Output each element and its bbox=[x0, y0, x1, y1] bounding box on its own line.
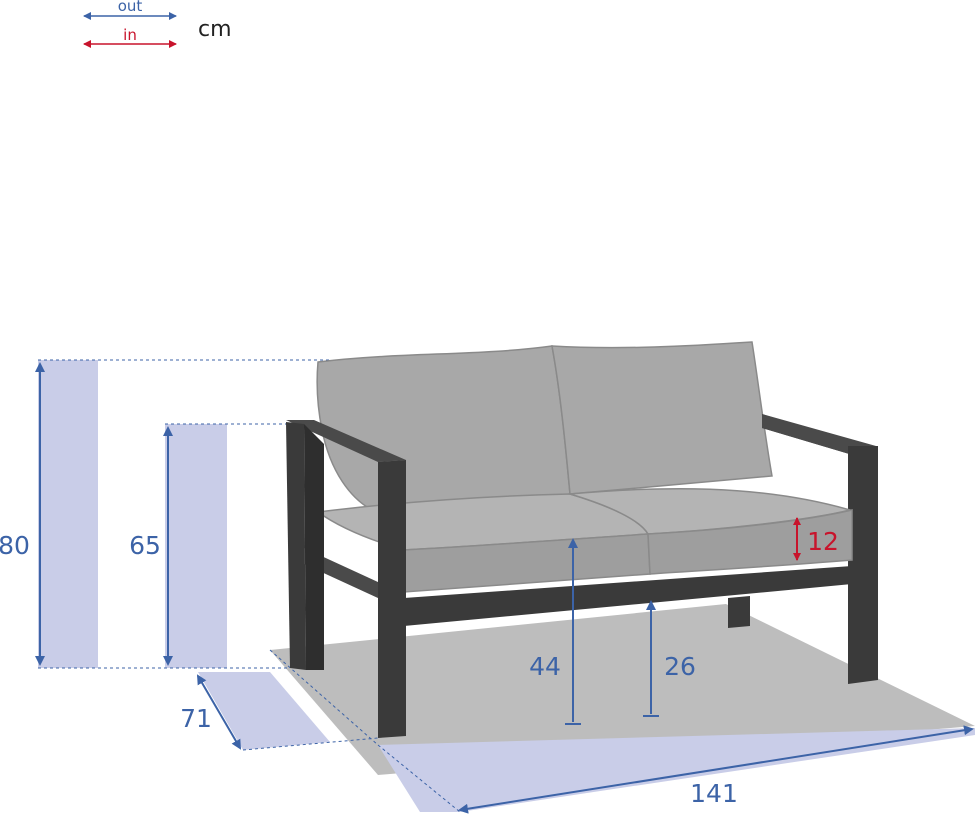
left-back-post bbox=[286, 422, 306, 670]
total-height-band bbox=[38, 360, 98, 668]
back-right-leg bbox=[728, 596, 750, 628]
total-height-value: 80 bbox=[0, 531, 30, 560]
legend-unit-label: cm bbox=[198, 17, 232, 42]
legend: out in cm bbox=[83, 0, 232, 48]
backrest-height-band bbox=[165, 424, 227, 668]
height-bands bbox=[38, 359, 330, 669]
back-cushion-right bbox=[551, 341, 773, 495]
legend-in-label: in bbox=[123, 26, 137, 44]
right-front-post bbox=[848, 446, 878, 684]
depth-arrow bbox=[196, 674, 242, 750]
loveseat bbox=[286, 341, 878, 738]
front-seat-rail bbox=[404, 566, 852, 626]
outside-dimensions: 80 65 71 141 44 26 bbox=[0, 362, 974, 814]
right-armrest-top bbox=[762, 414, 876, 458]
left-armrest-top bbox=[286, 420, 406, 462]
floor-guide-front bbox=[242, 737, 379, 751]
clearance-value: 26 bbox=[664, 652, 696, 681]
backrest-height-value: 65 bbox=[129, 531, 161, 560]
legend-out-label: out bbox=[118, 0, 143, 15]
left-back-post-inner bbox=[304, 424, 324, 670]
width-value: 141 bbox=[690, 779, 738, 808]
inside-dimensions: 12 bbox=[793, 517, 839, 561]
seat-cushion-right-front bbox=[647, 509, 853, 575]
back-cushion-left bbox=[316, 345, 571, 513]
depth-value: 71 bbox=[180, 704, 212, 733]
width-arrow bbox=[458, 725, 974, 814]
left-front-post bbox=[378, 460, 406, 738]
seat-height-value: 44 bbox=[529, 652, 561, 681]
cushion-thickness-value: 12 bbox=[807, 527, 839, 556]
